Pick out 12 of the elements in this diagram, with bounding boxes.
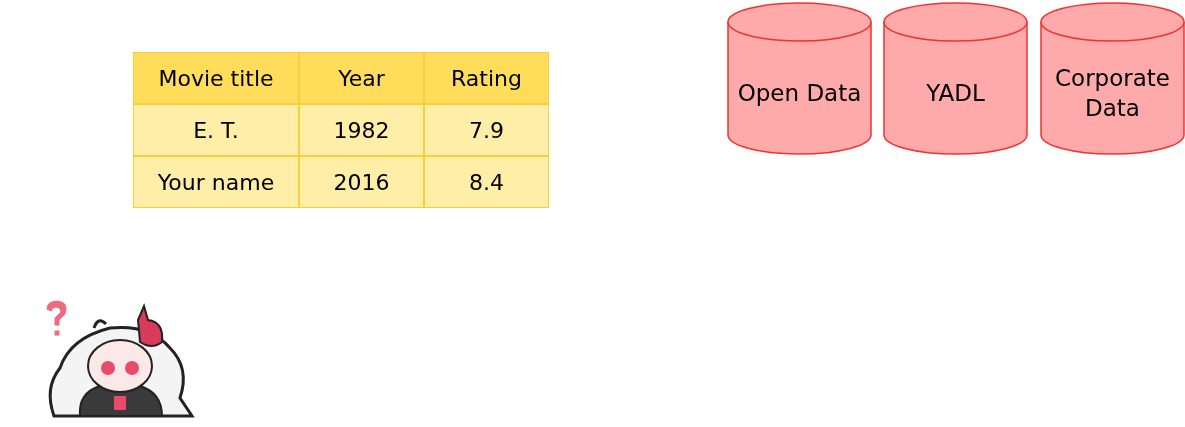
- column-header: Rating: [424, 52, 549, 104]
- table-cell: Your name: [133, 156, 299, 208]
- table-cell: 2016: [299, 156, 424, 208]
- column-header: Year: [299, 52, 424, 104]
- node-label: Corporate Data: [1054, 63, 1171, 123]
- table-cell: 1982: [299, 104, 424, 156]
- table-cell: 8.4: [424, 156, 549, 208]
- node-label: Open Data: [737, 78, 862, 108]
- node-label: YADL: [926, 78, 985, 108]
- column-header: Movie title: [133, 52, 299, 104]
- table-cell: E. T.: [133, 104, 299, 156]
- table-cell: 7.9: [424, 104, 549, 156]
